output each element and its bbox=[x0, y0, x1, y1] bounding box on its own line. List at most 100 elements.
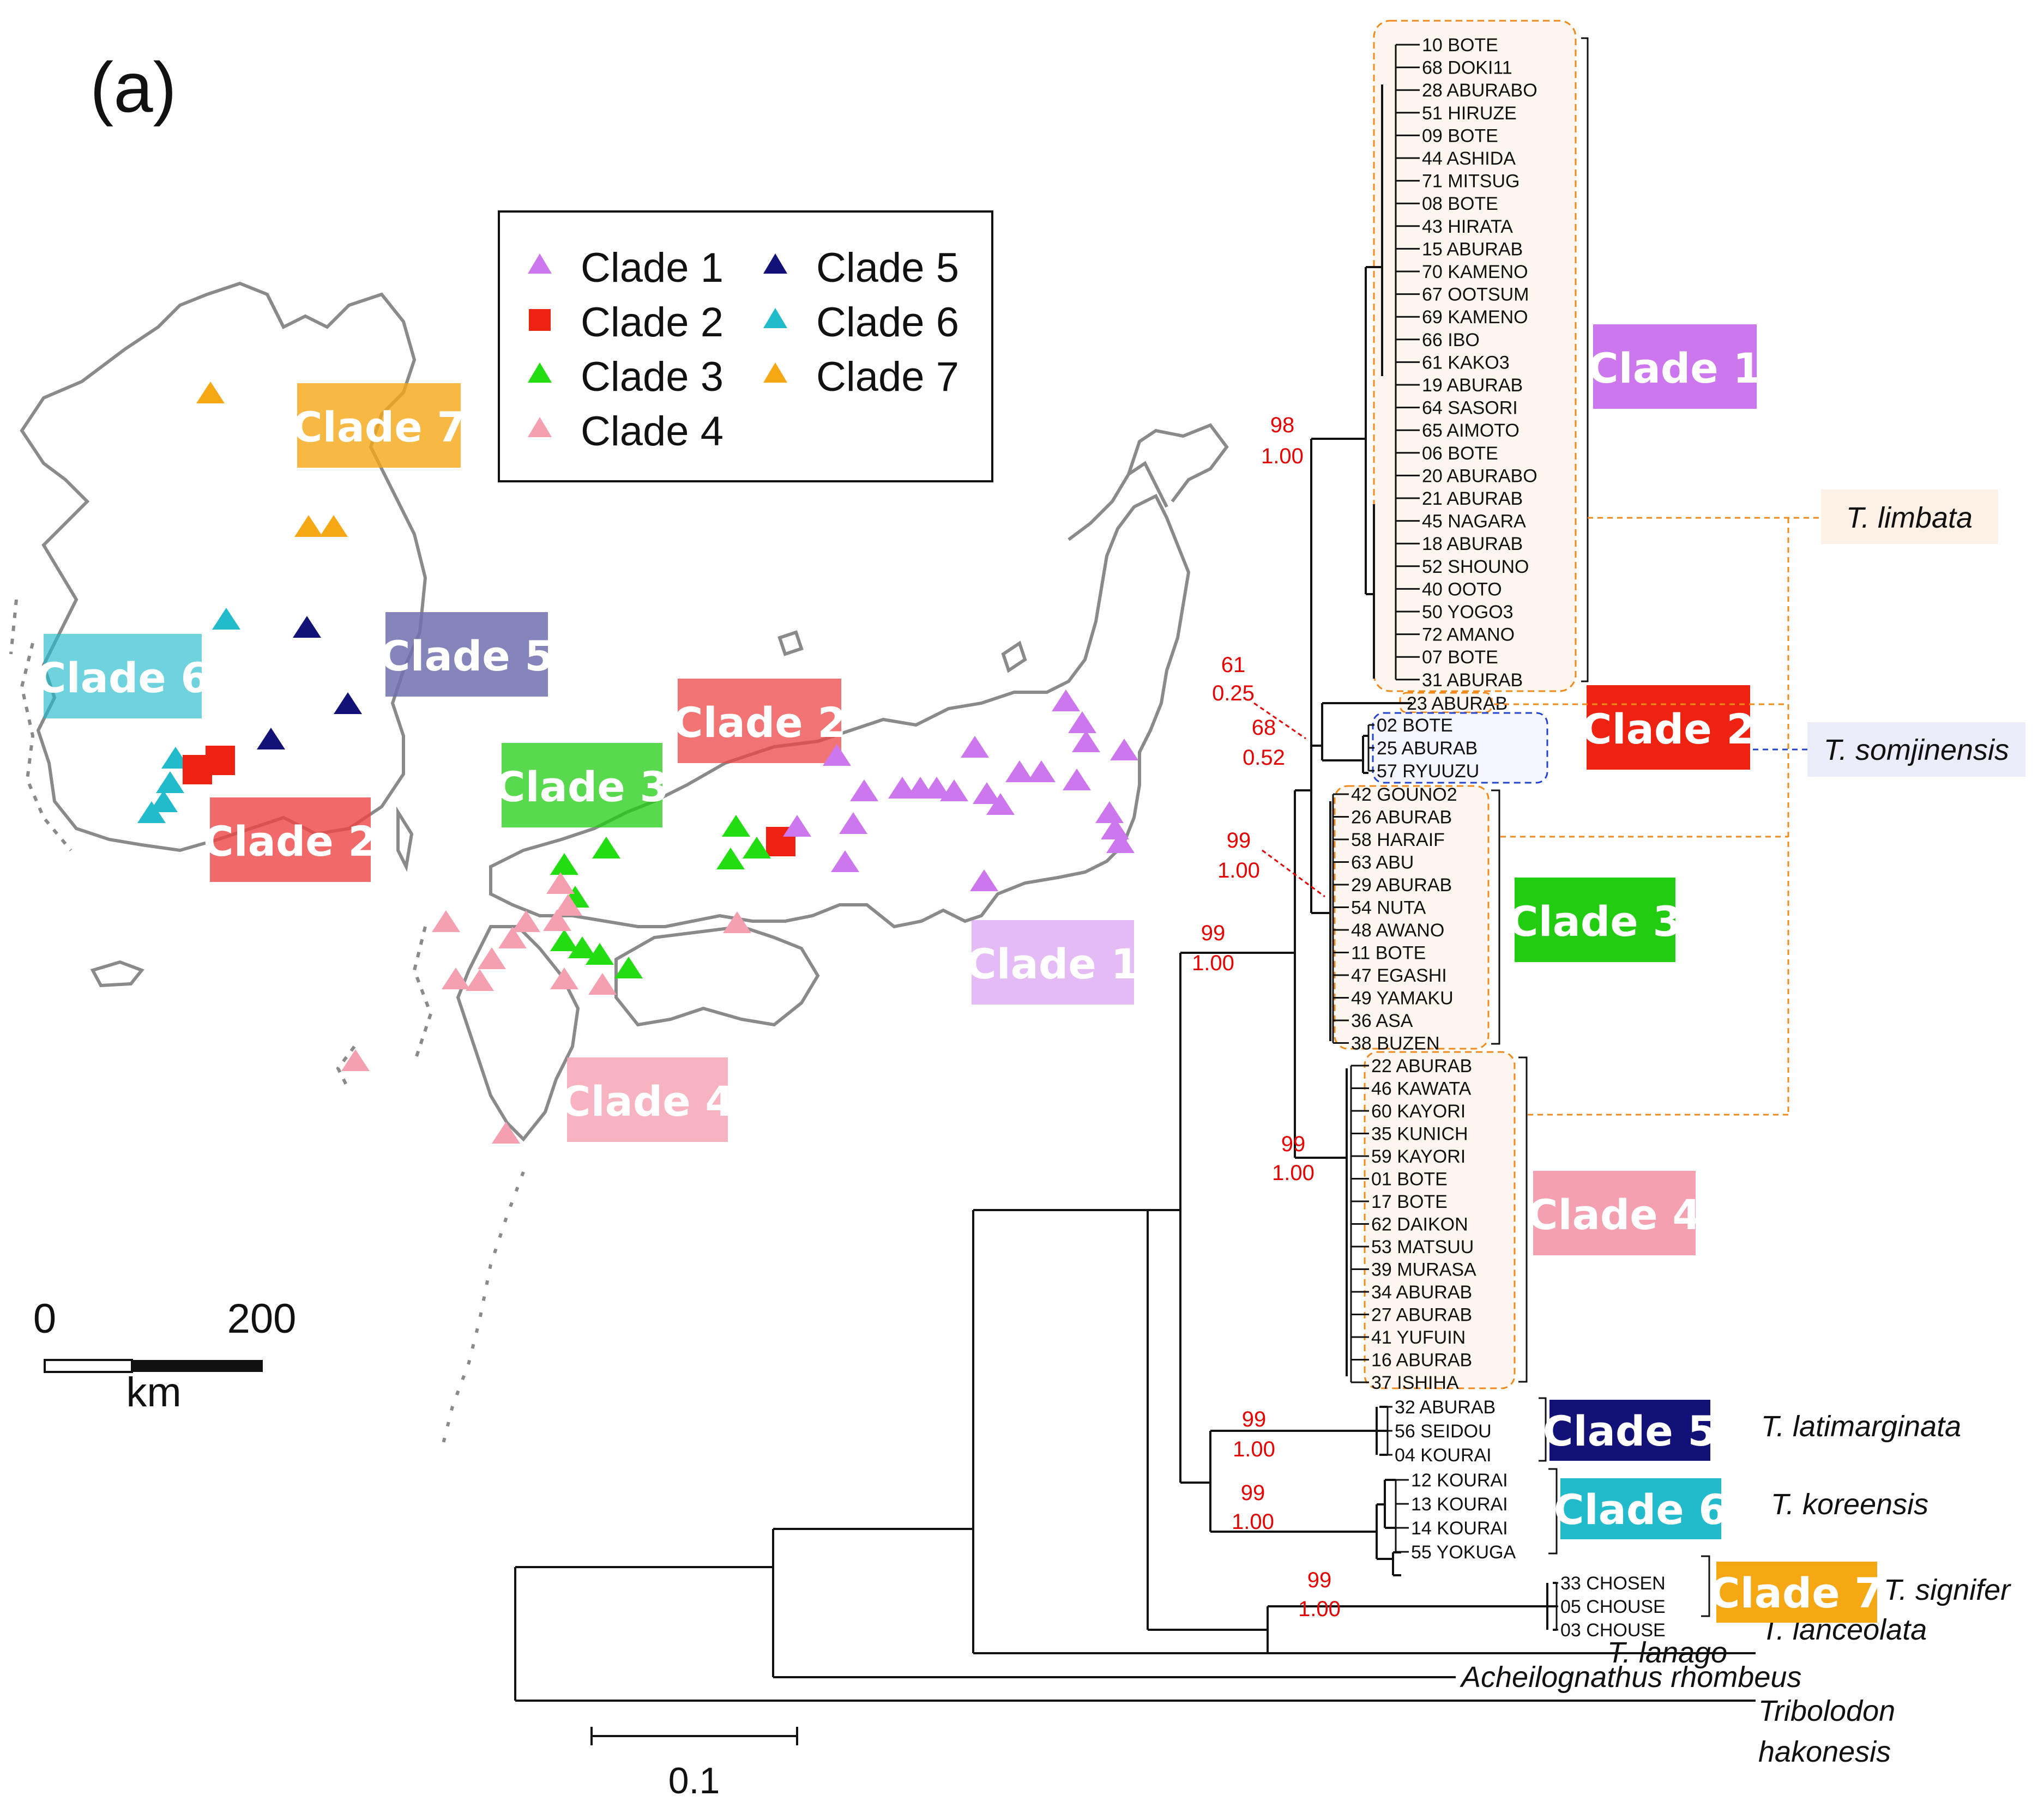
marker-clade1 bbox=[1005, 760, 1034, 782]
marker-clade1 bbox=[1072, 730, 1100, 752]
tip-label: 38 BUZEN bbox=[1351, 1033, 1440, 1054]
tree-label-clade1: Clade 1 bbox=[1588, 344, 1762, 392]
tree-label-clade2: Clade 2 bbox=[1582, 705, 1755, 753]
bracket-clade5 bbox=[1539, 1397, 1547, 1462]
tip-label: 37 ISHIHA bbox=[1371, 1372, 1459, 1393]
connector-limbata bbox=[1494, 517, 1824, 1116]
tip-label: 18 ABURAB bbox=[1422, 534, 1523, 554]
marker-clade1 bbox=[831, 850, 859, 872]
tip-label: 03 CHOUSE bbox=[1560, 1620, 1666, 1641]
oki-islands bbox=[777, 630, 804, 656]
tip-label: 72 AMANO bbox=[1422, 625, 1515, 645]
tip-label: 45 NAGARA bbox=[1422, 511, 1526, 532]
tip-label: 08 BOTE bbox=[1422, 194, 1498, 214]
ryukyu-islands bbox=[440, 1171, 525, 1450]
tip-label: 39 MURASA bbox=[1371, 1260, 1476, 1280]
map-scale-end: 200 bbox=[227, 1296, 297, 1342]
tip-label: 16 ABURAB bbox=[1371, 1350, 1472, 1371]
tip-label: 44 ASHIDA bbox=[1422, 148, 1516, 169]
tip-label: 53 MATSUU bbox=[1371, 1237, 1474, 1257]
tip-label: 69 KAMENO bbox=[1422, 307, 1528, 328]
tip-label: 20 ABURABO bbox=[1422, 465, 1537, 486]
map-label-clade1: Clade 1 bbox=[966, 940, 1139, 988]
map-label-clade2-korea: Clade 2 bbox=[203, 817, 377, 866]
marker-clade1 bbox=[940, 779, 968, 801]
legend-label-clade5: Clade 5 bbox=[816, 245, 959, 291]
tree-scale-bar bbox=[590, 1727, 798, 1745]
tip-label: 04 KOURAI bbox=[1395, 1445, 1492, 1466]
map-label-bg-clade7 bbox=[297, 383, 461, 468]
support-pp: 1.00 bbox=[1192, 951, 1234, 975]
map-label-clade7: Clade 7 bbox=[292, 403, 466, 451]
marker-clade5 bbox=[257, 728, 285, 749]
legend-marker-clade5 bbox=[763, 253, 787, 274]
tip-branches bbox=[1332, 44, 1558, 1631]
support-pp: 1.00 bbox=[1261, 444, 1304, 468]
tip-label: 47 EGASHI bbox=[1351, 965, 1447, 986]
tip-label: 46 KAWATA bbox=[1371, 1079, 1472, 1099]
marker-clade4 bbox=[432, 910, 460, 932]
tip-label: 15 ABURAB bbox=[1422, 239, 1523, 259]
tip-label: 27 ABURAB bbox=[1371, 1305, 1472, 1326]
outgroup-label-acheilognathus: Acheilognathus rhombeus bbox=[1460, 1661, 1801, 1694]
tip-label: 36 ASA bbox=[1351, 1011, 1413, 1031]
korea-west-islands bbox=[9, 599, 73, 851]
tree-label-bg-clade1 bbox=[1593, 324, 1757, 409]
tip-label: 31 ABURAB bbox=[1422, 670, 1523, 691]
tree-label-clade3: Clade 3 bbox=[1508, 897, 1681, 946]
map-label-clade5: Clade 5 bbox=[380, 632, 553, 680]
map-label-clade3: Clade 3 bbox=[495, 763, 668, 811]
marker-clade4 bbox=[588, 973, 617, 995]
legend: Clade 1 Clade 2 Clade 3 Clade 4 Clade 5 … bbox=[498, 210, 993, 482]
tip-label: 55 YOKUGA bbox=[1411, 1542, 1516, 1563]
tip-label: 05 CHOUSE bbox=[1560, 1597, 1666, 1617]
tip-label: 60 KAYORI bbox=[1371, 1101, 1466, 1122]
tip-label: 06 BOTE bbox=[1422, 443, 1498, 464]
tip-label: 71 MITSUG bbox=[1422, 171, 1520, 192]
tip-label: 33 CHOSEN bbox=[1560, 1573, 1666, 1594]
marker-clade1 bbox=[970, 869, 998, 891]
marker-clade3 bbox=[722, 815, 750, 837]
marker-clade4 bbox=[546, 872, 575, 894]
jeju-island bbox=[90, 960, 144, 988]
support-bs: 99 bbox=[1242, 1407, 1267, 1431]
tip-label: 11 BOTE bbox=[1351, 943, 1426, 964]
tree-label-bg-clade2 bbox=[1587, 685, 1750, 770]
legend-label-clade4: Clade 4 bbox=[581, 408, 723, 455]
tip-label: 67 OOTSUM bbox=[1422, 285, 1529, 305]
legend-marker-clade2 bbox=[529, 309, 551, 331]
tip-label: 22 ABURAB bbox=[1371, 1056, 1472, 1077]
legend-label-clade2: Clade 2 bbox=[581, 299, 723, 346]
map-label-bg-clade1 bbox=[972, 920, 1134, 1005]
marker-clade1 bbox=[823, 744, 851, 766]
marker-clade1 bbox=[1063, 769, 1091, 790]
bracket-clade6 bbox=[1548, 1468, 1558, 1555]
support-pp: 1.00 bbox=[1232, 1510, 1274, 1534]
bracket-clade1 bbox=[1581, 37, 1589, 682]
marker-clade3 bbox=[550, 853, 578, 875]
tip-label: 17 BOTE bbox=[1371, 1192, 1448, 1212]
support-values: 98 1.00 61 0.25 68 0.52 99 1.00 99 1.00 … bbox=[1192, 413, 1341, 1621]
legend-label-clade1: Clade 1 bbox=[581, 245, 723, 291]
legend-marker-clade6 bbox=[763, 308, 787, 328]
marker-clade3 bbox=[716, 848, 745, 869]
tsushima-island bbox=[396, 806, 414, 872]
tip-label: 41 YUFUIN bbox=[1371, 1327, 1466, 1348]
support-bs: 99 bbox=[1307, 1568, 1332, 1592]
marker-clade1 bbox=[888, 777, 917, 799]
legend-marker-clade1 bbox=[528, 253, 552, 274]
outgroup-label-hakonesis: hakonesis bbox=[1758, 1736, 1891, 1768]
tip-label: 65 AIMOTO bbox=[1422, 420, 1520, 441]
species-limbata: T. limbata bbox=[1846, 501, 1973, 534]
marker-clade7 bbox=[196, 382, 225, 403]
tip-label: 28 ABURABO bbox=[1422, 80, 1537, 101]
marker-clade4 bbox=[543, 909, 571, 931]
species-latimarginata: T. latimarginata bbox=[1761, 1410, 1961, 1443]
kyushu-west-islands bbox=[336, 926, 433, 1091]
tip-label: 59 KAYORI bbox=[1371, 1146, 1466, 1167]
markers-clade3 bbox=[550, 815, 771, 978]
map-scale-unit: km bbox=[126, 1369, 181, 1416]
tip-label: 56 SEIDOU bbox=[1395, 1421, 1492, 1442]
marker-clade2 bbox=[206, 746, 235, 775]
marker-clade1 bbox=[850, 779, 878, 801]
